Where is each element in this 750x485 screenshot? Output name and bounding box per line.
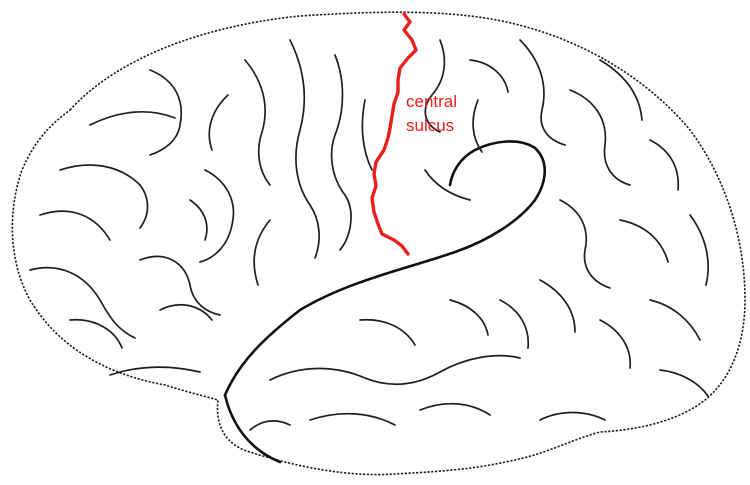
- brain-outline: [12, 12, 745, 474]
- central-sulcus-label-line1: central: [406, 93, 457, 110]
- central-sulcus-label-line2: sulcus: [406, 117, 454, 134]
